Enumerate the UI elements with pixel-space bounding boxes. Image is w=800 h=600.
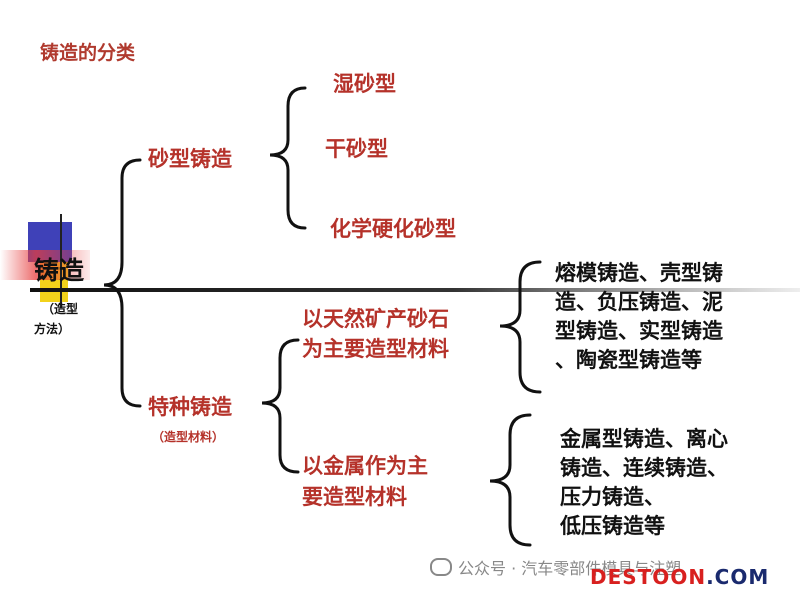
group2-items: 金属型铸造、离心 铸造、连续铸造、 压力铸造、 低压铸造等	[560, 425, 728, 541]
list-item: 金属型铸造、离心	[560, 427, 728, 451]
group1-label-line1: 以天然矿产砂石	[302, 307, 449, 331]
list-item: 、陶瓷型铸造等	[555, 348, 702, 372]
group2-label-line2: 要造型材料	[302, 485, 407, 509]
group2-bracket	[489, 413, 532, 547]
main-horizontal-line	[30, 288, 800, 292]
list-item: 熔模铸造、壳型铸	[555, 261, 723, 285]
wechat-icon	[430, 558, 452, 576]
root-note-line2: 方法）	[34, 322, 71, 336]
special-casting-label: 特种铸造	[148, 395, 232, 419]
special-casting-note: （造型材料）	[152, 430, 225, 444]
decorative-vertical-line	[60, 214, 62, 308]
root-label: 铸造	[34, 256, 85, 285]
group1-items: 熔模铸造、壳型铸 造、负压铸造、泥 型铸造、实型铸造 、陶瓷型铸造等	[555, 259, 723, 375]
list-item: 压力铸造、	[560, 485, 665, 509]
sand-child-chemical: 化学硬化砂型	[330, 217, 456, 241]
list-item: 低压铸造等	[560, 514, 665, 538]
page-title: 铸造的分类	[40, 42, 136, 64]
sand-child-wet: 湿砂型	[333, 72, 396, 96]
group1-bracket	[499, 260, 542, 394]
group2-label-line1: 以金属作为主	[302, 454, 428, 478]
special-bracket	[261, 338, 300, 474]
watermark-text: 公众号 · 汽车零部件模具与注塑	[458, 559, 682, 578]
sand-casting-label: 砂型铸造	[148, 147, 232, 171]
group1-label-line2: 为主要造型材料	[302, 337, 449, 361]
root-note-line1: （造型	[42, 302, 79, 316]
decorative-red-glow	[0, 250, 90, 280]
logo-red-part: DESTOON	[590, 565, 707, 589]
site-logo: DESTOON.COM	[590, 565, 769, 589]
logo-blue-part: .COM	[706, 565, 770, 589]
root-bracket	[103, 158, 142, 408]
list-item: 型铸造、实型铸造	[555, 319, 723, 343]
list-item: 铸造、连续铸造、	[560, 456, 728, 480]
sand-child-dry: 干砂型	[325, 137, 388, 161]
sand-bracket	[269, 86, 307, 230]
watermark: 公众号 · 汽车零部件模具与注塑	[430, 555, 681, 579]
list-item: 造、负压铸造、泥	[555, 290, 723, 314]
